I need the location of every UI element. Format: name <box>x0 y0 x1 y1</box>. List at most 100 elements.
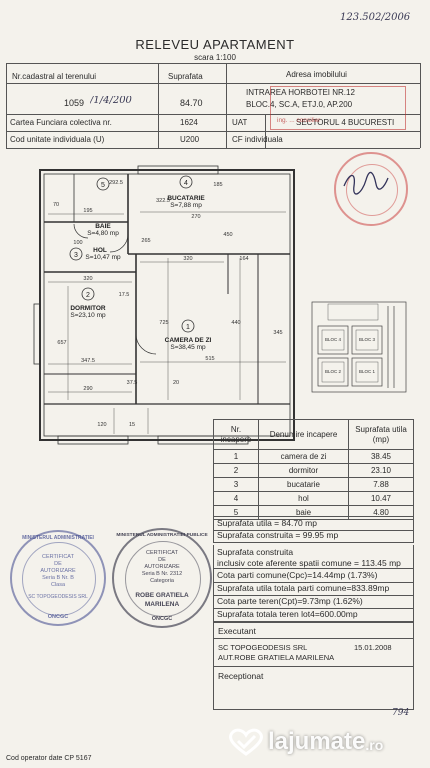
scale-label: scara 1:100 <box>194 53 236 62</box>
dimension-label: 17.5 <box>119 292 130 298</box>
stamp-text: ing. ... consilier <box>277 117 321 124</box>
table-row: 3 bucatarie 7.88 <box>213 477 414 492</box>
left-stamp-oncgc: ONCGC <box>47 614 69 620</box>
summary-land-total: Suprafata totala teren lot4=600.00mp <box>213 608 414 622</box>
right-stamp-oncgc: ONCGC <box>151 616 173 622</box>
document-number: 123.502/2006 <box>340 12 411 23</box>
left-stamp-line: Clasa <box>50 582 66 588</box>
right-stamp-name2: MARILENA <box>144 601 180 608</box>
dimension-label: 20 <box>173 380 179 386</box>
right-stamp-line: Seria B Nr. 2312 <box>141 571 183 577</box>
room-area-3: S=10,47 mp <box>85 254 121 261</box>
dimension-label: 322.5 <box>156 198 170 204</box>
dimension-label: 70 <box>53 202 59 208</box>
uat-value: SECTORUL 4 BUCURESTI <box>296 118 395 127</box>
dimension-label: 450 <box>223 232 232 238</box>
left-authorization-stamp: MINISTERUL ADMINISTRATIEI CERTIFICAT DE … <box>10 530 106 626</box>
watermark-text: lajumate <box>268 728 366 755</box>
row-area: 7.88 <box>348 477 414 492</box>
table-row: 1 camera de zi 38.45 <box>213 449 414 464</box>
dimension-label: 292.5 <box>109 180 123 186</box>
signature <box>343 171 389 195</box>
cf-label: CF individuala <box>232 135 283 144</box>
dimension-label: 195 <box>83 208 92 214</box>
summary-cpt: Cota parte teren(Cpt)=9.73mp (1.62%) <box>213 595 414 609</box>
row-name: dormitor <box>258 463 349 478</box>
dimension-label: 657 <box>57 340 66 346</box>
summary-constr-common-line2: inclusiv cote aferente spatii comune = 1… <box>217 558 401 568</box>
dimension-label: 320 <box>83 276 92 282</box>
red-rectangular-stamp: ing. ... consilier <box>270 86 406 130</box>
dimension-label: 265 <box>141 238 150 244</box>
address-line-1: INTRAREA HORBOTEI NR.12 <box>246 88 355 97</box>
room-number-4: 4 <box>184 180 188 187</box>
summary-total-common: Suprafata utila totala parti comune=833.… <box>213 582 414 596</box>
left-stamp-line: DE <box>54 561 62 567</box>
dimension-label: 725 <box>159 320 168 326</box>
dimension-label: 37.5 <box>127 380 138 386</box>
table-row: 4 hol 10.47 <box>213 491 414 506</box>
right-stamp-center: CERTIFICAT DE AUTORIZARE Seria B Nr. 231… <box>114 550 210 585</box>
executant-firm: SC TOPOGEODESIS SRL <box>218 643 308 652</box>
dimension-label: 515 <box>205 356 214 362</box>
right-stamp-line: AUTORIZARE <box>144 564 180 570</box>
room-area-5: S=4,80 mp <box>87 230 119 237</box>
right-stamp-line: Categoria <box>150 578 174 584</box>
executant-person: AUT.ROBE GRATIELA MARILENA <box>218 653 335 662</box>
room-number-1: 1 <box>186 324 190 331</box>
left-stamp-ring-text: MINISTERUL ADMINISTRATIEI <box>22 535 94 541</box>
row-nr: 3 <box>213 477 259 492</box>
table-header-row: Nr. incapere Denumire incapere Suprafata… <box>213 419 414 450</box>
watermark: lajumate.ro <box>226 728 383 756</box>
room-name-3: HOL <box>93 247 107 254</box>
header-address-label: Adresa imobilului <box>286 70 347 79</box>
left-stamp-line: Seria B Nr. B <box>42 575 74 581</box>
row-nr: 2 <box>213 463 259 478</box>
dimension-label: 345 <box>273 330 282 336</box>
table-header-name: Denumire incapere <box>258 419 349 450</box>
page-number: 794 <box>392 708 410 718</box>
area-value: 84.70 <box>180 98 203 108</box>
right-stamp-name: ROBE GRATIELA <box>135 592 189 599</box>
dimension-label: 185 <box>213 182 222 188</box>
inset-block-label: BLOC 4 <box>325 337 342 342</box>
room-area-2: S=23,10 mp <box>70 312 106 319</box>
row-nr: 4 <box>213 491 259 506</box>
header-area-label: Suprafata <box>168 72 203 81</box>
unit-label: Cod unitate individuala (U) <box>10 135 105 144</box>
table-header-area: Suprafata utila (mp) <box>348 419 414 450</box>
inset-block-label: BLOC 1 <box>359 369 376 374</box>
executant-date: 15.01.2008 <box>354 643 392 652</box>
right-stamp-line: CERTIFICAT <box>146 550 178 556</box>
header-cadastral-label: Nr.cadastral al terenului <box>12 72 97 81</box>
page-title: RELEVEU APARTAMENT <box>135 37 295 52</box>
row-area: 38.45 <box>348 449 414 464</box>
room-name-1: CAMERA DE ZI <box>165 337 212 344</box>
inset-block-label: BLOC 3 <box>359 337 376 342</box>
table-header-nr: Nr. incapere <box>213 419 259 450</box>
room-area-1: S=38,45 mp <box>170 344 206 351</box>
left-stamp-line: AUTORIZARE <box>40 568 76 574</box>
row-name: hol <box>258 491 349 506</box>
uat-label: UAT <box>232 118 248 127</box>
dimension-label: 100 <box>73 240 82 246</box>
left-stamp-line: CERTIFICAT <box>42 554 74 560</box>
address-line-2: BLOC.4, SC.A, ETJ.0, AP.200 <box>246 100 353 109</box>
room-number-2: 2 <box>86 292 90 299</box>
executant-label: Executant <box>218 626 256 636</box>
summary-cpc: Cota parti comune(Cpc)=14.44mp (1.73%) <box>213 569 414 583</box>
dimension-label: 320 <box>183 256 192 262</box>
receptionat-label: Receptionat <box>218 671 264 681</box>
dimension-label: 290 <box>83 386 92 392</box>
row-name: camera de zi <box>258 449 349 464</box>
dimension-label: 440 <box>231 320 240 326</box>
land-book-value: 1624 <box>180 118 198 127</box>
summary-constr: Suprafata construita = 99.95 mp <box>213 529 414 543</box>
dimension-label: 347.5 <box>81 358 95 364</box>
room-area-4: S=7,88 mp <box>170 202 202 209</box>
left-stamp-center: CERTIFICAT DE AUTORIZARE Seria B Nr. B C… <box>12 554 104 589</box>
dimension-label: 270 <box>191 214 200 220</box>
watermark-tld: .ro <box>365 737 384 753</box>
table-row: 2 dormitor 23.10 <box>213 463 414 478</box>
summary-constr-common-line1: Suprafata construita <box>217 547 294 557</box>
